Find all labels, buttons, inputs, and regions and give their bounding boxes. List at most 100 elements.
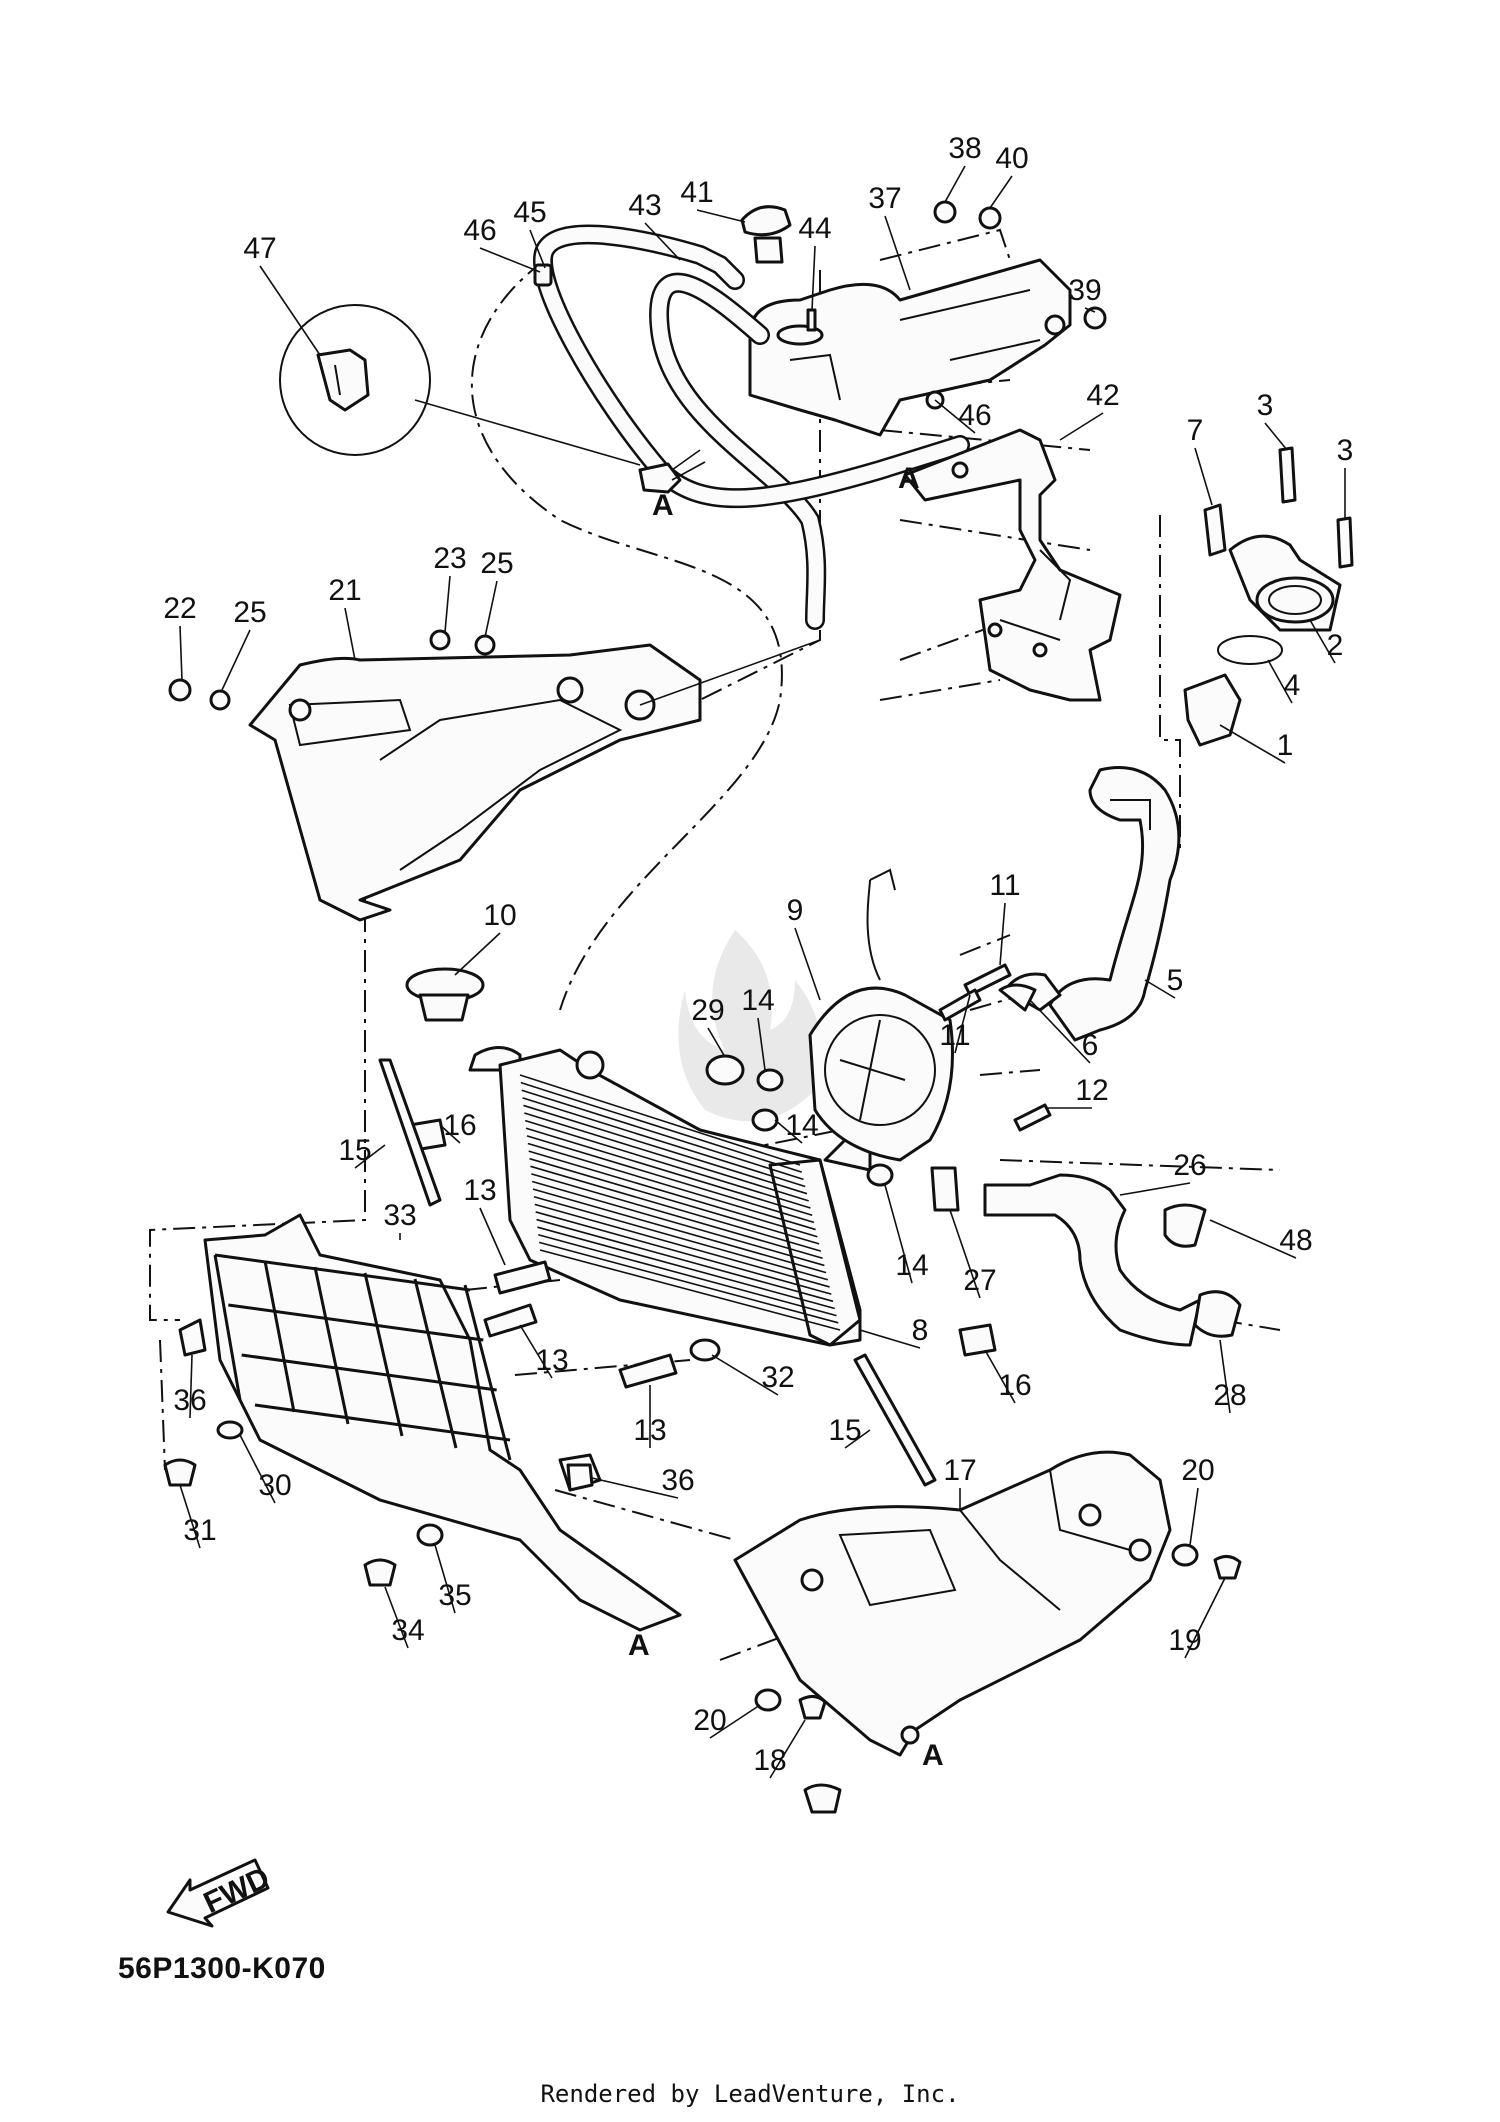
callout-leader xyxy=(1219,1339,1231,1414)
callout-number: 23 xyxy=(433,542,466,575)
callout-leader xyxy=(707,1027,726,1058)
footer-credit: Rendered by LeadVenture, Inc. xyxy=(540,2080,960,2108)
thermostat-assembly xyxy=(1183,446,1354,747)
callout-number: 44 xyxy=(798,212,831,245)
callout-number: 16 xyxy=(998,1369,1031,1402)
callout-number: 34 xyxy=(391,1614,424,1647)
reference-letters: A A A A xyxy=(628,462,944,1772)
grille-bar xyxy=(254,1403,511,1442)
callout-leader xyxy=(949,1209,981,1299)
callout-leader xyxy=(859,1329,921,1349)
callout-number: 6 xyxy=(1082,1029,1099,1062)
grille-lines xyxy=(213,1253,512,1461)
callout-leader xyxy=(757,1017,766,1071)
clip-detail-circle xyxy=(279,304,641,466)
callout-leader xyxy=(709,1704,761,1739)
callout-leader xyxy=(259,265,321,356)
callout-leader xyxy=(984,1349,1016,1404)
radiator-fin xyxy=(531,1173,823,1260)
callout-leader xyxy=(179,1484,201,1549)
callout-number: 36 xyxy=(661,1464,694,1497)
callout-number: 8 xyxy=(912,1314,929,1347)
diagram-code: 56P1300-K070 xyxy=(118,1952,326,1985)
callout-number: 41 xyxy=(680,176,713,209)
callout-number: 14 xyxy=(741,984,774,1017)
ref-label-a-1: A xyxy=(652,489,674,522)
callout-number: 19 xyxy=(1168,1624,1201,1657)
callout-number: 1 xyxy=(1277,729,1294,762)
radiator-fin xyxy=(529,1157,820,1245)
callout-leader xyxy=(384,1586,409,1649)
callout-leader xyxy=(519,1324,553,1379)
radiator-fin xyxy=(519,1074,801,1166)
callout-leader xyxy=(954,994,971,1054)
callout-number: 14 xyxy=(895,1249,928,1282)
ref-label-a-3: A xyxy=(628,1629,650,1662)
radiator-lower-cover xyxy=(378,1058,1242,1814)
callout-leader xyxy=(1059,412,1104,441)
callout-number: 21 xyxy=(328,574,361,607)
callout-leader xyxy=(696,209,746,223)
callout-number: 46 xyxy=(463,214,496,247)
radiator-fin xyxy=(526,1135,815,1224)
callout-number: 39 xyxy=(1068,274,1101,307)
callout-leader xyxy=(1209,1219,1297,1259)
callout-leader xyxy=(989,175,1013,209)
grille-bar xyxy=(413,1278,458,1449)
callout-number: 38 xyxy=(948,132,981,165)
radiator-fins xyxy=(519,1074,841,1331)
callout-number: 29 xyxy=(691,994,724,1027)
callout-leader xyxy=(529,229,546,269)
callout-number: 46 xyxy=(958,399,991,432)
callout-leader xyxy=(239,1434,276,1504)
callout-number: 4 xyxy=(1284,669,1301,702)
ref-label-a-2: A xyxy=(898,462,920,495)
callout-leader xyxy=(189,1354,193,1419)
callout-leader xyxy=(1029,999,1091,1064)
callout-number: 3 xyxy=(1257,389,1274,422)
callout-leader xyxy=(844,1429,871,1449)
radiator-fin xyxy=(538,1241,839,1324)
callout-leader xyxy=(774,1119,803,1144)
callout-number: 20 xyxy=(1181,1454,1214,1487)
callout-number: 30 xyxy=(258,1469,291,1502)
callout-number: 47 xyxy=(243,232,276,265)
callout-numbers: 1233456789101111121313131414141515161617… xyxy=(163,132,1353,1777)
callout-leader xyxy=(439,1124,461,1144)
callout-number: 18 xyxy=(753,1744,786,1777)
callout-number: 20 xyxy=(693,1704,726,1737)
cooling-fan xyxy=(808,868,1052,1162)
callout-number: 25 xyxy=(480,547,513,580)
callout-number: 9 xyxy=(787,894,804,927)
callout-number: 7 xyxy=(1187,414,1204,447)
callout-number: 26 xyxy=(1173,1149,1206,1182)
callout-number: 11 xyxy=(989,869,1020,902)
radiator-fin xyxy=(532,1188,827,1274)
callout-leader xyxy=(434,1544,456,1614)
callout-number: 12 xyxy=(1075,1074,1108,1107)
callout-leader xyxy=(1084,307,1096,313)
callout-leader xyxy=(884,215,911,291)
callout-leader xyxy=(444,575,451,633)
callout-number: 3 xyxy=(1337,434,1354,467)
callout-number: 31 xyxy=(183,1514,216,1547)
callout-leader xyxy=(344,607,356,661)
grille-bar xyxy=(213,1254,242,1401)
radiator-fin xyxy=(523,1104,808,1195)
callout-leader xyxy=(354,1144,386,1169)
callout-leader xyxy=(1219,724,1286,764)
radiator-fin xyxy=(530,1165,822,1252)
callout-leader xyxy=(484,580,498,638)
radiator-fin xyxy=(537,1226,835,1310)
callout-leader xyxy=(944,165,966,203)
callout-leader xyxy=(1264,422,1288,451)
callout-number: 5 xyxy=(1167,964,1184,997)
coolant-reservoir-assembly xyxy=(533,205,1072,630)
callout-number: 13 xyxy=(535,1344,568,1377)
callout-leader xyxy=(1119,1182,1191,1196)
callout-leader xyxy=(884,1184,913,1284)
radiator-fin xyxy=(536,1218,834,1303)
grille-bar xyxy=(313,1266,350,1425)
radiator-fin xyxy=(533,1195,829,1281)
